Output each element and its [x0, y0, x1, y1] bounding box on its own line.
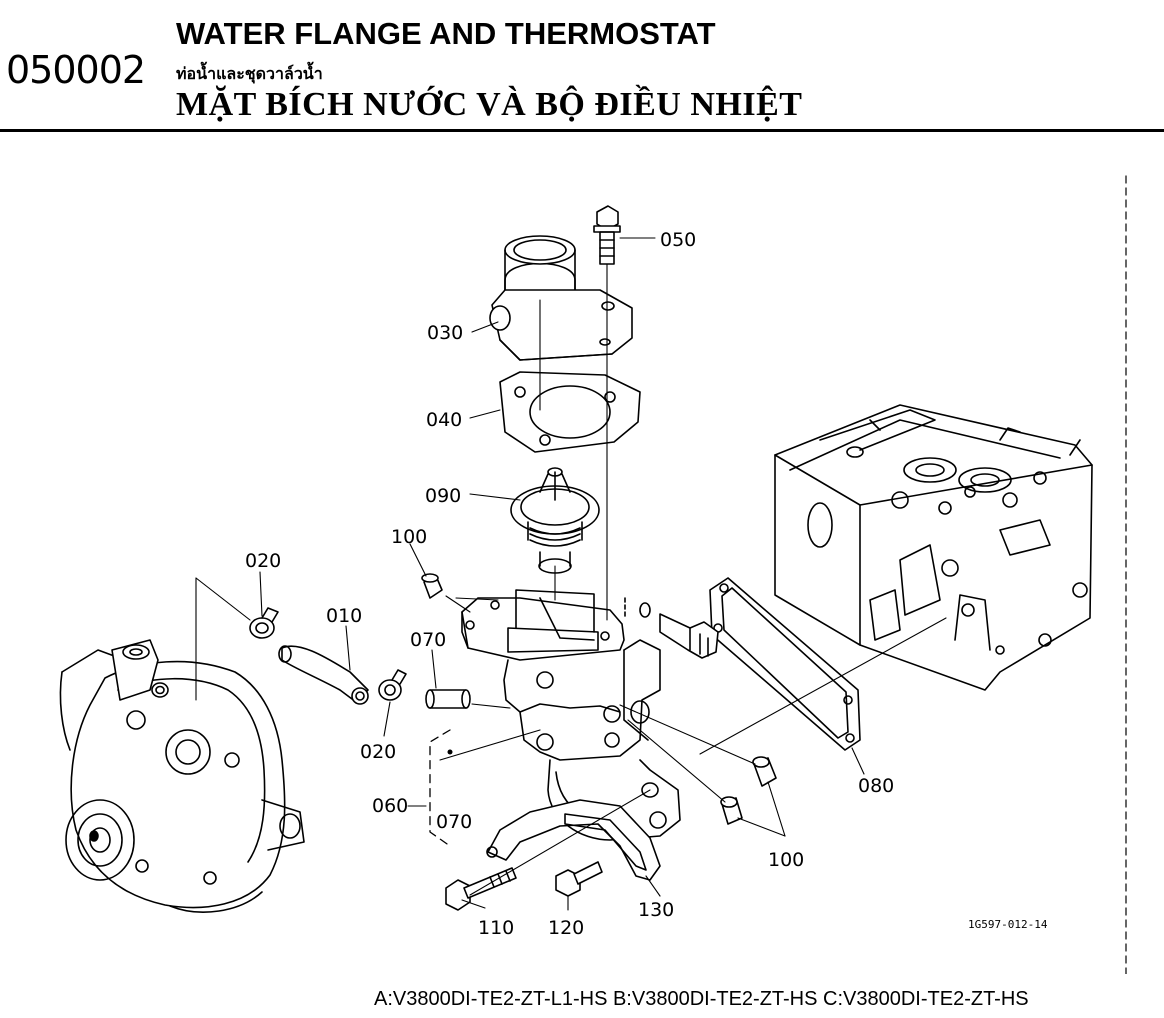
- label-020-top: 020: [245, 550, 281, 572]
- plug-100-lower-b: [720, 796, 743, 825]
- label-080: 080: [858, 775, 894, 797]
- hose-010: [278, 645, 369, 705]
- label-040: 040: [426, 409, 462, 431]
- page-title-vietnamese: MẶT BÍCH NƯỚC VÀ BỘ ĐIỀU NHIỆT: [176, 86, 803, 123]
- label-130: 130: [638, 899, 674, 921]
- page-title-english: WATER FLANGE AND THERMOSTAT: [176, 16, 716, 51]
- label-030: 030: [427, 322, 463, 344]
- thermostat-090: [510, 467, 600, 574]
- label-100-top: 100: [391, 526, 427, 548]
- hose-clamp-020-top: [249, 607, 279, 639]
- cylinder-head-drawing: [774, 404, 1093, 691]
- hose-clamp-020-bottom: [378, 669, 407, 701]
- label-100-bottom: 100: [768, 849, 804, 871]
- label-020-bottom: 020: [360, 741, 396, 763]
- cover-gasket-040: [499, 371, 641, 453]
- page-title-thai: ท่อน้ำและชุดวาล์วน้ำ: [176, 64, 323, 83]
- plug-100-top: [421, 573, 443, 599]
- temperature-sensor: [624, 597, 719, 659]
- label-060: 060: [372, 795, 408, 817]
- leader-lines: [195, 237, 947, 911]
- label-070-bottom: 070: [436, 811, 472, 833]
- label-070-top: 070: [410, 629, 446, 651]
- label-090: 090: [425, 485, 461, 507]
- label-110: 110: [478, 917, 514, 939]
- water-pump-drawing: [59, 639, 305, 913]
- figure-code: 1G597-012-14: [968, 918, 1048, 931]
- label-120: 120: [548, 917, 584, 939]
- pipe-070: [425, 689, 471, 709]
- plug-100-lower-a: [752, 756, 777, 787]
- bolt-120: [555, 861, 603, 897]
- bolt-050: [593, 205, 621, 265]
- label-050: 050: [660, 229, 696, 251]
- bracket-130: [486, 799, 661, 881]
- exploded-parts-diagram: 050 030 040 090 100 020 010 070 020 060 …: [59, 175, 1127, 974]
- water-flange-060: [461, 589, 681, 841]
- group-bracket-060: [429, 729, 453, 847]
- label-010: 010: [326, 605, 362, 627]
- applicable-models: A:V3800DI-TE2-ZT-L1-HS B:V3800DI-TE2-ZT-…: [374, 988, 1029, 1010]
- header-divider: [0, 129, 1164, 132]
- thermostat-cover-030: [489, 235, 633, 361]
- section-number: 050002: [6, 48, 146, 92]
